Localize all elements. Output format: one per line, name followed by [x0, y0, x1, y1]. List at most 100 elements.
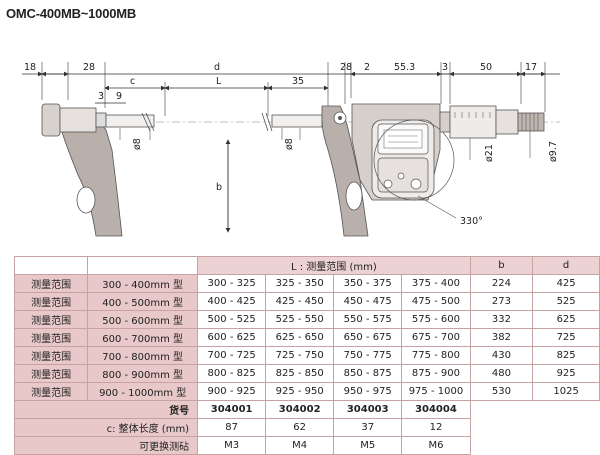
range-cell: 975 - 1000 [401, 382, 471, 401]
b-cell: 382 [469, 328, 534, 347]
diameter-label: ø8 [284, 138, 295, 150]
range-cell: 825 - 850 [265, 364, 335, 383]
range-cell: 900 - 925 [197, 382, 267, 401]
range-cell: 550 - 575 [333, 310, 403, 329]
range-cell: 425 - 450 [265, 292, 335, 311]
dim-label-small: 3 [98, 91, 105, 102]
range-cell: 575 - 600 [401, 310, 471, 329]
range-cell: 500 - 525 [197, 310, 267, 329]
dim-label-small: 9 [116, 91, 123, 102]
range-cell: 750 - 775 [333, 346, 403, 365]
range-cell: 475 - 500 [401, 292, 471, 311]
overall-length-value-cell: 37 [333, 418, 403, 437]
d-cell: 525 [532, 292, 600, 311]
range-cell: 850 - 875 [333, 364, 403, 383]
b-cell: 480 [469, 364, 534, 383]
range-cell: 375 - 400 [401, 274, 471, 293]
row-label-cell: 测量范围 [13, 274, 89, 293]
row-label-cell: 测量范围 [13, 292, 89, 311]
header-empty-cell [13, 256, 89, 275]
table-header-row: L : 测量范围 (mm) b d [13, 256, 600, 275]
d-cell: 725 [532, 328, 600, 347]
range-cell: 325 - 350 [265, 274, 335, 293]
model-cell: 800 - 900mm 型 [87, 364, 199, 383]
range-cell: 875 - 900 [401, 364, 471, 383]
range-cell: 675 - 700 [401, 328, 471, 347]
part-number-label-cell: 货号 [13, 400, 199, 419]
overall-length-label-cell: c: 整体长度 (mm) [13, 418, 199, 437]
b-cell: 530 [469, 382, 534, 401]
part-number-value-cell: 304003 [333, 400, 403, 419]
header-empty-cell [87, 256, 199, 275]
d-cell: 1025 [532, 382, 600, 401]
micrometer-drawing [22, 62, 560, 237]
anvil-value-cell: M6 [401, 436, 471, 455]
part-number-value-cell: 304001 [197, 400, 267, 419]
anvil-value-cell: M4 [265, 436, 335, 455]
dim-label: 17 [525, 62, 538, 73]
model-cell: 500 - 600mm 型 [87, 310, 199, 329]
anvil-label-cell: 可更换测砧 [13, 436, 199, 455]
range-cell: 800 - 825 [197, 364, 267, 383]
page-title: OMC-400MB~1000MB [6, 6, 137, 21]
overall-length-value-cell: 87 [197, 418, 267, 437]
range-cell: 775 - 800 [401, 346, 471, 365]
model-cell: 600 - 700mm 型 [87, 328, 199, 347]
dim-label: 55.3 [394, 62, 416, 73]
range-cell: 350 - 375 [333, 274, 403, 293]
range-cell: 400 - 425 [197, 292, 267, 311]
diameter-label: ø9.7 [548, 141, 559, 162]
dim-label: 3 [442, 62, 449, 73]
range-cell: 450 - 475 [333, 292, 403, 311]
d-cell: 425 [532, 274, 600, 293]
dim-label: d [214, 62, 221, 73]
range-header: L : 测量范围 (mm) [197, 256, 471, 275]
dim-label: 28 [83, 62, 96, 73]
overall-length-value-cell: 12 [401, 418, 471, 437]
row-label-cell: 测量范围 [13, 328, 89, 347]
range-cell: 525 - 550 [265, 310, 335, 329]
dimension-labels: 18 28 c d L 35 28 2 55.3 3 50 17 3 9 ø8 … [24, 62, 559, 227]
range-cell: 600 - 625 [197, 328, 267, 347]
dim-label: 50 [480, 62, 493, 73]
overall-length-value-cell: 62 [265, 418, 335, 437]
diameter-label: ø8 [132, 138, 143, 150]
dim-label: 28 [340, 62, 353, 73]
dim-label: L [216, 76, 222, 87]
range-cell: 925 - 950 [265, 382, 335, 401]
b-cell: 273 [469, 292, 534, 311]
range-cell: 950 - 975 [333, 382, 403, 401]
part-number-value-cell: 304002 [265, 400, 335, 419]
dim-label: 35 [292, 76, 305, 87]
range-cell: 650 - 675 [333, 328, 403, 347]
anvil-value-cell: M3 [197, 436, 267, 455]
row-label-cell: 测量范围 [13, 310, 89, 329]
dim-label: c [130, 76, 136, 87]
d-cell: 625 [532, 310, 600, 329]
dim-label: 18 [24, 62, 37, 73]
anvil-value-cell: M5 [333, 436, 403, 455]
angle-label: 330° [460, 216, 483, 227]
part-number-value-cell: 304004 [401, 400, 471, 419]
model-cell: 900 - 1000mm 型 [87, 382, 199, 401]
model-cell: 700 - 800mm 型 [87, 346, 199, 365]
range-cell: 725 - 750 [265, 346, 335, 365]
range-cell: 300 - 325 [197, 274, 267, 293]
row-label-cell: 测量范围 [13, 364, 89, 383]
model-cell: 300 - 400mm 型 [87, 274, 199, 293]
row-label-cell: 测量范围 [13, 346, 89, 365]
b-cell: 332 [469, 310, 534, 329]
d-header: d [532, 256, 600, 275]
range-cell: 625 - 650 [265, 328, 335, 347]
